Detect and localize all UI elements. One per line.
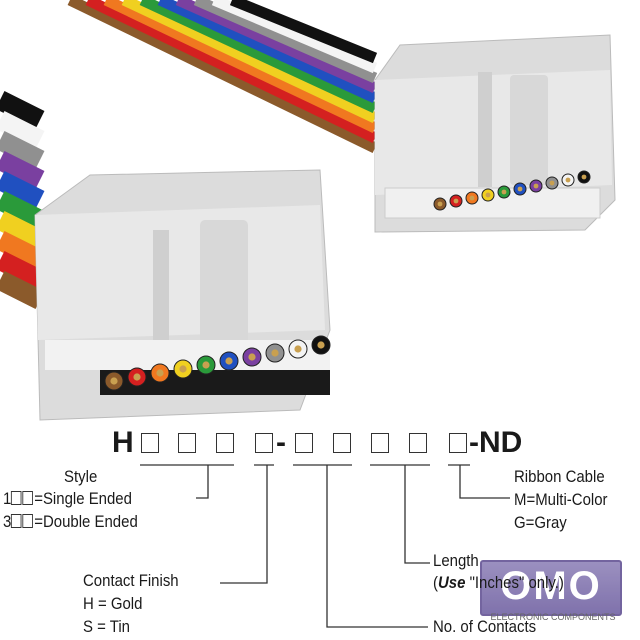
wire xyxy=(193,0,378,84)
style-option-single: 1 =Single Ended xyxy=(3,488,132,510)
contact-pin xyxy=(317,341,325,349)
logo-subtitle: ELECTRONIC COMPONENTS xyxy=(490,612,616,622)
pn-box-ribbon xyxy=(449,433,467,453)
length-note-rest: "Inches" only.) xyxy=(465,573,564,592)
length-note-open: ( xyxy=(433,573,438,592)
contact-pin xyxy=(271,349,279,357)
logo-text: OMO xyxy=(500,564,602,608)
style-title: Style xyxy=(64,467,98,486)
length-title: Length xyxy=(433,551,479,570)
style-opt1: =Single Ended xyxy=(34,489,132,508)
contact-pin xyxy=(565,177,571,183)
wire xyxy=(157,0,378,104)
pn-box-finish xyxy=(255,433,273,453)
pn-box-style-1 xyxy=(141,433,159,453)
wire xyxy=(103,0,378,133)
wire xyxy=(0,91,45,129)
contact-pin xyxy=(156,369,164,377)
contact-pin xyxy=(110,377,118,385)
omo-watermark-logo: OMO xyxy=(480,560,622,616)
length-note-use: Use xyxy=(437,573,466,592)
contact-finish-tin: S = Tin xyxy=(83,617,130,636)
wire xyxy=(175,0,378,94)
product-illustration xyxy=(0,0,616,421)
ribbon-cable-top xyxy=(67,0,378,153)
contact-pin xyxy=(437,201,443,207)
contacts-title: No. of Contacts xyxy=(433,617,537,636)
wire xyxy=(211,0,378,74)
contact-pin xyxy=(133,373,141,381)
wire xyxy=(139,0,378,113)
contact-pin xyxy=(202,361,210,369)
contact-pin xyxy=(501,189,507,195)
wire xyxy=(0,151,45,189)
wire xyxy=(0,131,45,169)
wire xyxy=(0,171,45,209)
pn-box-style-3 xyxy=(216,433,234,453)
style-opt2: =Double Ended xyxy=(34,512,138,531)
contact-finish-title: Contact Finish xyxy=(83,571,179,590)
ribbon-cable-left xyxy=(0,91,45,309)
wire xyxy=(67,0,378,153)
contact-pin xyxy=(517,186,523,192)
wire xyxy=(121,0,378,123)
contact-pin xyxy=(225,357,233,365)
pn-box-length-2 xyxy=(409,433,427,453)
ribbon-multicolor: M=Multi-Color xyxy=(514,490,608,509)
contact-pin xyxy=(453,198,459,204)
wire xyxy=(0,211,45,249)
style-opt2-prefix: 3 xyxy=(3,512,12,531)
style-option-double: 3 =Double Ended xyxy=(3,511,138,533)
part-suffix: -ND xyxy=(469,426,523,459)
contact-finish-gold: H = Gold xyxy=(83,594,143,613)
contact-pin xyxy=(179,365,187,373)
connector-right xyxy=(374,34,616,233)
pn-box-contacts-2 xyxy=(333,433,351,453)
pn-box-style-2 xyxy=(178,433,196,453)
contact-pin xyxy=(581,174,587,180)
ribbon-gray: G=Gray xyxy=(514,513,567,532)
wire xyxy=(0,111,45,149)
wire xyxy=(0,191,45,229)
pn-box-length-1 xyxy=(371,433,389,453)
contact-pin xyxy=(549,180,555,186)
length-note: (Use "Inches" only.) xyxy=(433,572,564,594)
contact-pin xyxy=(469,195,475,201)
pn-box-contacts-1 xyxy=(295,433,313,453)
wire xyxy=(0,231,45,269)
contact-pin xyxy=(485,192,491,198)
connector-left xyxy=(34,169,331,421)
ribbon-title: Ribbon Cable xyxy=(514,467,605,486)
wire xyxy=(0,271,45,309)
style-opt1-prefix: 1 xyxy=(3,489,12,508)
contact-pin xyxy=(294,345,302,353)
wire xyxy=(229,0,378,64)
part-separator: - xyxy=(276,426,286,459)
contact-pin xyxy=(248,353,256,361)
wire xyxy=(0,251,45,289)
wire xyxy=(85,0,378,143)
part-prefix: H xyxy=(112,426,134,459)
contact-pin xyxy=(533,183,539,189)
